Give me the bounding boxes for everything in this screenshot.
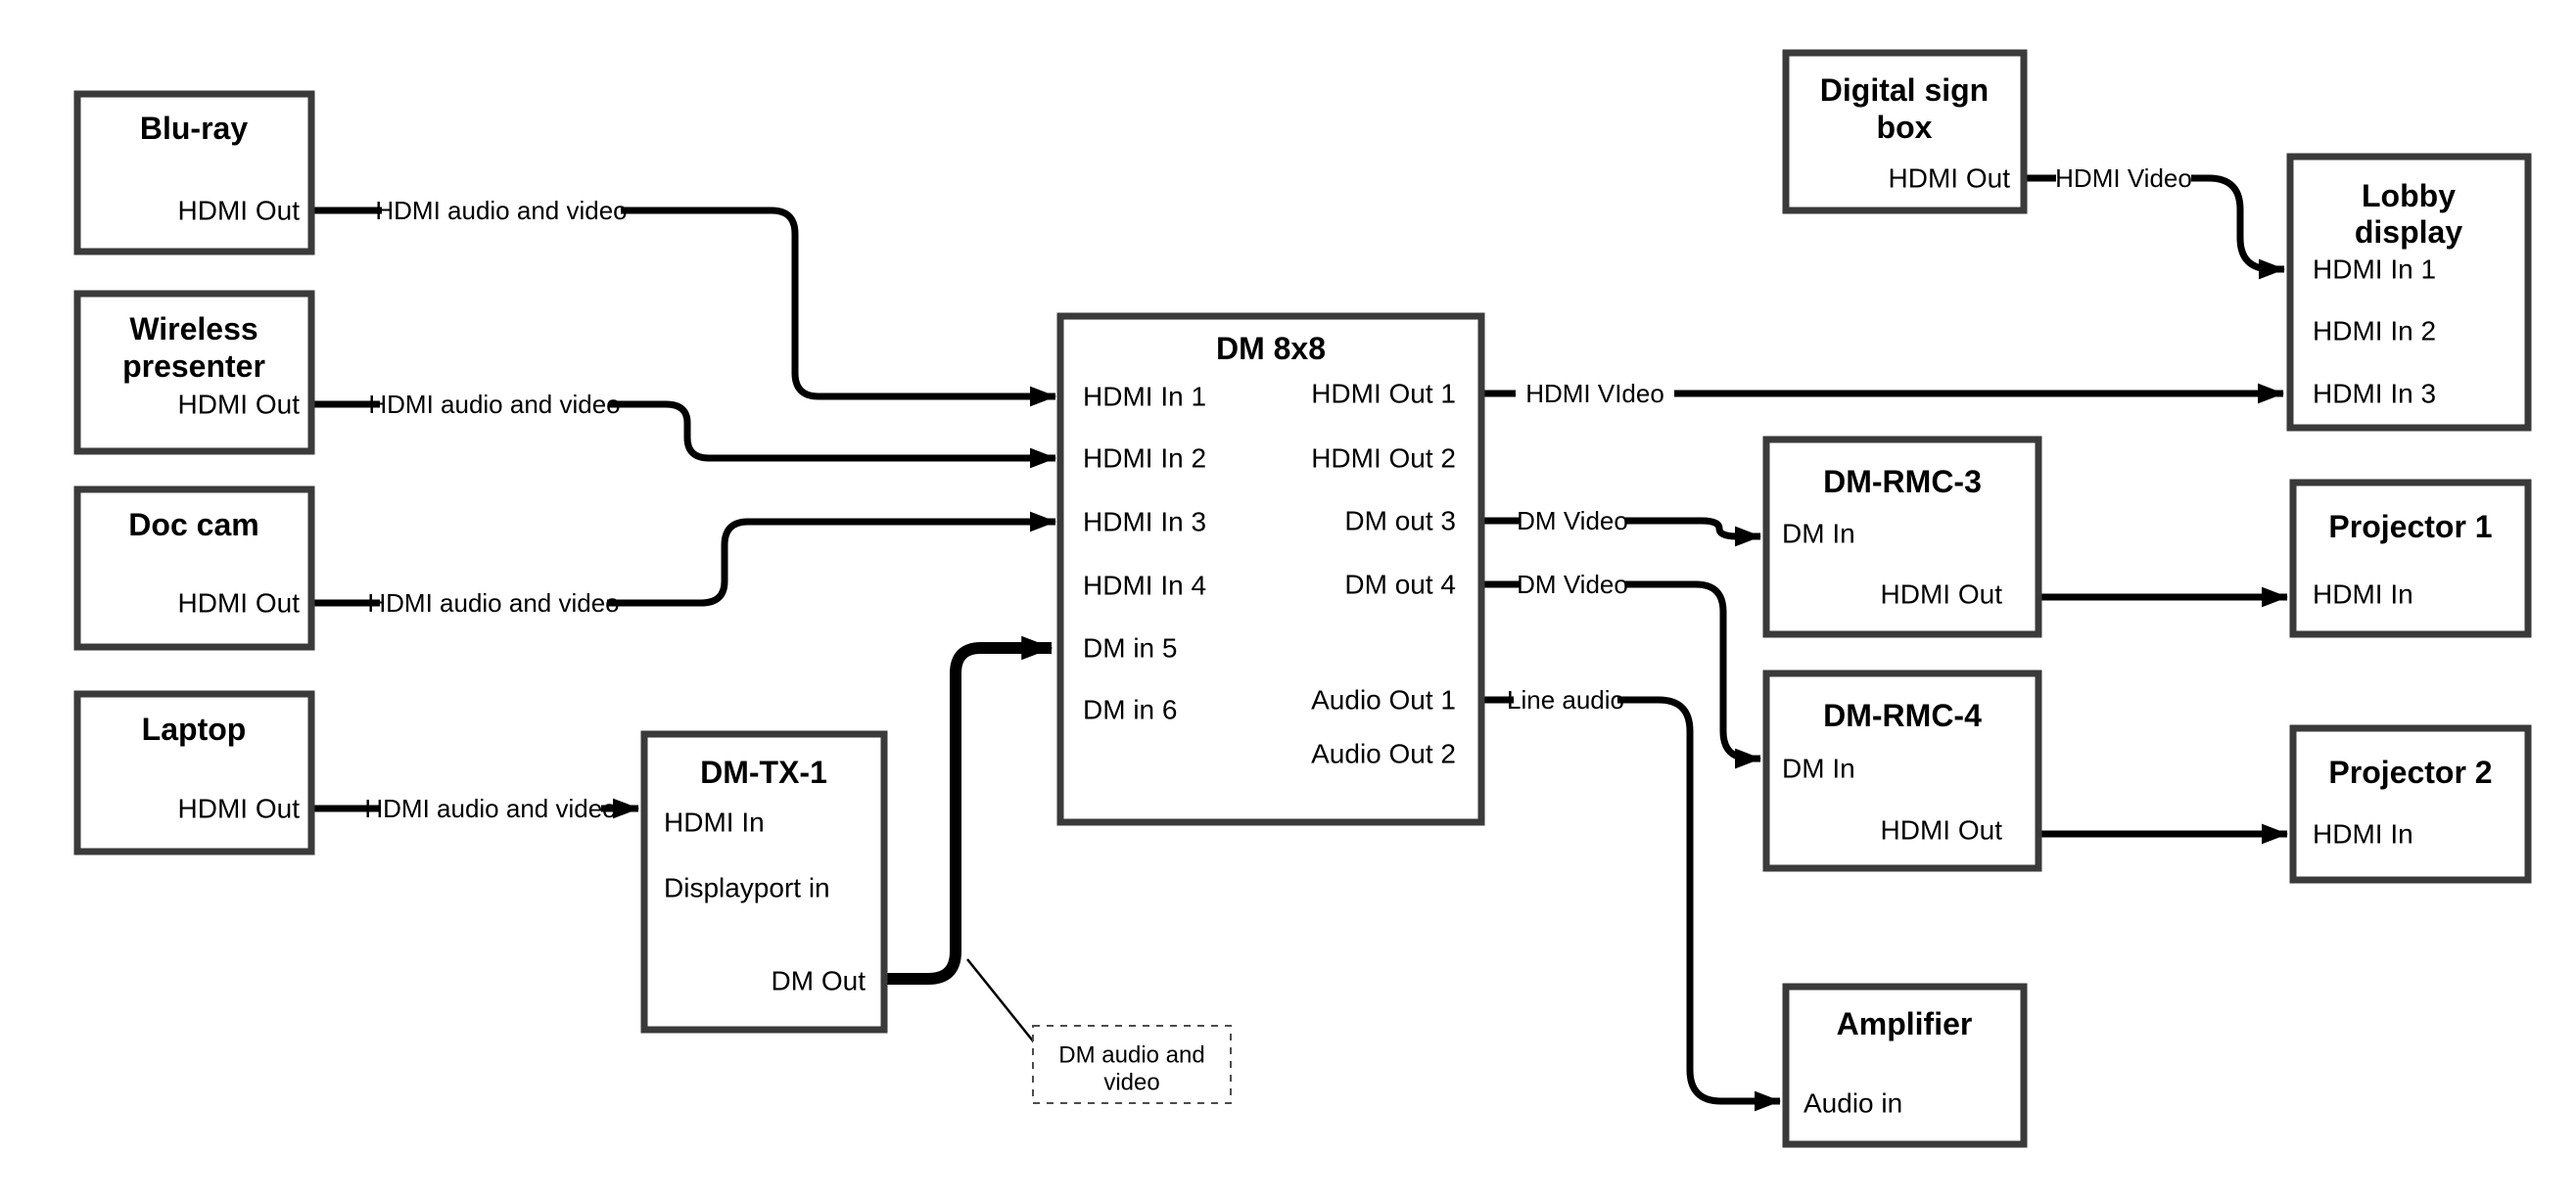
connector-dmout3-to-rmc3 [1625,517,1762,547]
node-laptop: Laptop HDMI Out [73,690,315,855]
node-doc-cam: Doc cam HDMI Out [73,485,315,651]
connector-dmout4-to-rmc4 [1625,580,1762,769]
lobby-title-line2: display [2355,214,2462,250]
dm8x8-port-hdmi-out-1: HDMI Out 1 [1311,379,1456,409]
lobby-box [2286,153,2532,432]
annotation-dm-audio-video: DM audio and video [1032,1025,1232,1104]
connection-label-line-audio: Line audio [1507,685,1624,715]
dmtx1-box [640,730,888,1034]
annotation-box [1032,1025,1232,1104]
rmc4-title: DM-RMC-4 [1823,698,1982,733]
wireless-port-hdmi-out: HDMI Out [178,390,301,420]
rmc4-box [1762,670,2042,872]
node-amplifier: Amplifier Audio in [1782,983,2028,1148]
node-projector-1: Projector 1 HDMI In [2289,479,2532,638]
connection-label-wireless: HDMI audio and video [368,390,620,419]
node-bluray: Blu-ray HDMI Out [73,90,315,255]
wireless-title-line1: Wireless [129,311,258,346]
doccam-box [73,485,315,651]
dmtx1-port-dm-out: DM Out [772,966,866,996]
connector-wireless-to-dm8x8 [609,400,1057,469]
signbox-title-line2: box [1877,110,1933,145]
rmc3-port-hdmi-out: HDMI Out [1881,579,2003,610]
dm8x8-port-dm-out-4: DM out 4 [1344,570,1456,600]
dm8x8-port-audio-out-1: Audio Out 1 [1311,685,1456,716]
connector-signbox-to-lobby [2191,174,2286,280]
connection-label-laptop: HDMI audio and video [364,794,616,823]
dm8x8-port-hdmi-in-4: HDMI In 4 [1083,571,1206,601]
connector-audioout1-to-amp [1617,696,1782,1112]
rmc3-box [1762,436,2042,638]
dm8x8-port-hdmi-in-3: HDMI In 3 [1083,507,1206,537]
lobby-port-hdmi-in-2: HDMI In 2 [2313,316,2436,346]
node-dm-rmc-4: DM-RMC-4 DM In HDMI Out [1762,670,2042,872]
proj1-box [2289,479,2532,638]
dmtx1-port-hdmi-in: HDMI In [664,808,765,838]
node-lobby-display: Lobby display HDMI In 1 HDMI In 2 HDMI I… [2286,153,2532,432]
lobby-title-line1: Lobby [2362,178,2456,213]
node-digital-sign-box: Digital sign box HDMI Out [1782,49,2028,214]
proj2-title: Projector 2 [2328,755,2492,790]
wireless-box [73,290,315,455]
wireless-title-line2: presenter [122,348,265,384]
laptop-port-hdmi-out: HDMI Out [178,794,301,824]
doccam-port-hdmi-out: HDMI Out [178,588,301,619]
rmc3-title: DM-RMC-3 [1823,464,1982,499]
dm8x8-port-hdmi-out-2: HDMI Out 2 [1311,443,1456,474]
amp-port-audio-in: Audio in [1803,1088,1902,1119]
dm8x8-title: DM 8x8 [1216,331,1326,366]
connection-label-dm-video-3: DM Video [1517,506,1628,535]
laptop-title: Laptop [142,712,247,747]
connection-label-dm-video-4: DM Video [1517,570,1628,599]
proj2-box [2289,724,2532,884]
doccam-title: Doc cam [128,507,258,542]
connector-bluray-to-dm8x8 [621,207,1057,407]
signbox-box [1782,49,2028,214]
dmtx1-port-displayport-in: Displayport in [664,873,830,903]
bluray-box [73,90,315,255]
dm8x8-port-dm-in-5: DM in 5 [1083,633,1177,664]
bluray-title: Blu-ray [140,111,248,146]
rmc3-port-dm-in: DM In [1782,519,1855,549]
connector-doccam-to-dm8x8 [607,511,1057,607]
connector-dmtx1-to-dm8x8 [884,635,1054,985]
dm8x8-port-hdmi-in-1: HDMI In 1 [1083,382,1206,412]
node-wireless-presenter: Wireless presenter HDMI Out [73,290,315,455]
proj1-port-hdmi-in: HDMI In [2313,579,2413,610]
dm8x8-port-dm-in-6: DM in 6 [1083,695,1177,725]
connection-label-bluray: HDMI audio and video [375,196,627,225]
dm8x8-port-dm-out-3: DM out 3 [1344,506,1456,536]
node-dm-8x8: DM 8x8 HDMI In 1 HDMI In 2 HDMI In 3 HDM… [1056,312,1485,826]
signbox-port-hdmi-out: HDMI Out [1889,163,2011,194]
connection-label-doccam: HDMI audio and video [367,588,619,618]
proj1-title: Projector 1 [2328,509,2492,544]
dm8x8-box [1056,312,1485,826]
annotation-leader-line [966,958,1036,1044]
annotation-text-line1: DM audio and [1058,1042,1204,1069]
bluray-port-hdmi-out: HDMI Out [178,196,301,226]
node-dm-tx-1: DM-TX-1 HDMI In Displayport in DM Out [640,730,888,1034]
connection-label-hdmi-video-main: HDMI VIdeo [1525,379,1664,408]
proj2-port-hdmi-in: HDMI In [2313,819,2413,850]
rmc4-port-hdmi-out: HDMI Out [1881,815,2003,846]
node-projector-2: Projector 2 HDMI In [2289,724,2532,884]
node-dm-rmc-3: DM-RMC-3 DM In HDMI Out [1762,436,2042,638]
lobby-port-hdmi-in-1: HDMI In 1 [2313,254,2436,285]
connections: HDMI audio and video HDMI audio and vide… [311,163,2289,1112]
amp-box [1782,983,2028,1148]
laptop-box [73,690,315,855]
dm8x8-port-audio-out-2: Audio Out 2 [1311,739,1456,769]
amp-title: Amplifier [1837,1006,1973,1041]
connection-label-hdmi-video-sign: HDMI Video [2055,163,2192,193]
rmc4-port-dm-in: DM In [1782,754,1855,784]
annotation-text-line2: video [1103,1070,1159,1096]
dm8x8-port-hdmi-in-2: HDMI In 2 [1083,443,1206,474]
signbox-title-line1: Digital sign [1820,72,1989,108]
dmtx1-title: DM-TX-1 [700,755,827,790]
lobby-port-hdmi-in-3: HDMI In 3 [2313,379,2436,409]
